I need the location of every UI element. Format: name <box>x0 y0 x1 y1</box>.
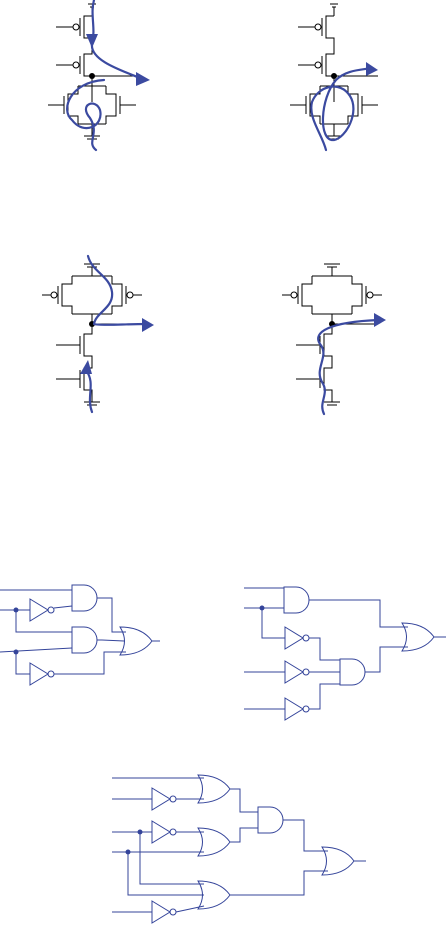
current-arrowhead <box>366 62 378 76</box>
current-arrowhead <box>80 360 92 374</box>
current-arrowhead <box>86 34 98 48</box>
logic-circuit-bottom <box>112 775 366 923</box>
schematic-middle-right <box>282 264 386 414</box>
schematic-middle-left <box>42 256 154 412</box>
current-arrowhead <box>374 313 386 327</box>
current-path-middle-left <box>86 256 146 412</box>
schematic-top-left <box>48 0 150 150</box>
current-arrowhead <box>136 72 150 86</box>
current-path-top-left <box>67 0 140 150</box>
current-arrowhead <box>142 318 154 332</box>
logic-circuit-right <box>244 587 446 720</box>
current-path-top-right <box>311 68 372 150</box>
logic-circuit-left <box>0 585 160 685</box>
schematic-top-right <box>290 4 378 150</box>
